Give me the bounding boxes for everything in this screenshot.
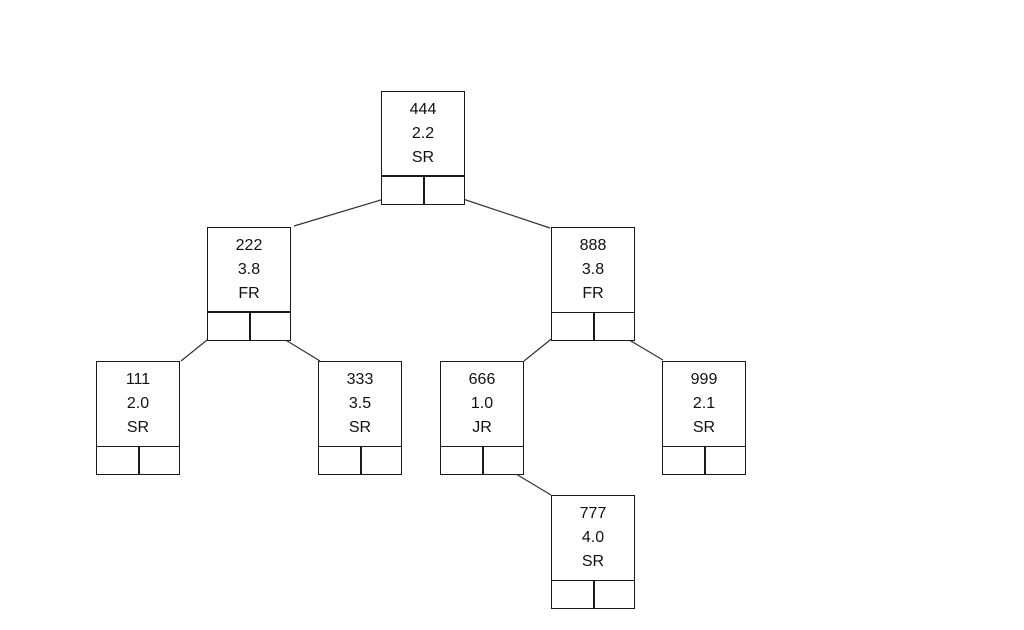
right-pointer-cell: [140, 447, 181, 475]
node-gpa: 3.8: [237, 261, 261, 278]
left-pointer-cell: [382, 177, 423, 205]
left-pointer-cell: [441, 447, 482, 475]
node-key: 222: [235, 237, 263, 254]
node-info: 444 2.2 SR: [382, 92, 464, 176]
node-pointers: [552, 580, 634, 609]
node-class: JR: [472, 419, 492, 436]
node-class: SR: [581, 553, 605, 570]
tree-node-222: 222 3.8 FR: [207, 227, 291, 341]
node-pointers: [319, 446, 401, 475]
pointer-divider: [423, 177, 425, 205]
tree-node-333: 333 3.5 SR: [318, 361, 402, 475]
right-pointer-cell: [595, 313, 636, 341]
node-gpa: 2.2: [411, 125, 435, 142]
node-class: SR: [692, 419, 716, 436]
node-key: 999: [690, 371, 718, 388]
node-class: SR: [348, 419, 372, 436]
node-gpa: 3.8: [581, 261, 605, 278]
pointer-divider: [249, 313, 251, 341]
tree-node-888: 888 3.8 FR: [551, 227, 635, 341]
node-class: SR: [126, 419, 150, 436]
tree-node-666: 666 1.0 JR: [440, 361, 524, 475]
pointer-divider: [482, 447, 484, 475]
right-pointer-cell: [425, 177, 466, 205]
left-pointer-cell: [319, 447, 360, 475]
pointer-divider: [593, 313, 595, 341]
right-pointer-cell: [706, 447, 747, 475]
node-gpa: 3.5: [348, 395, 372, 412]
left-pointer-cell: [208, 313, 249, 341]
node-info: 888 3.8 FR: [552, 228, 634, 312]
left-pointer-cell: [552, 581, 593, 609]
node-key: 333: [346, 371, 374, 388]
right-pointer-cell: [251, 313, 292, 341]
node-info: 333 3.5 SR: [319, 362, 401, 446]
node-gpa: 2.1: [692, 395, 716, 412]
node-gpa: 4.0: [581, 529, 605, 546]
node-info: 666 1.0 JR: [441, 362, 523, 446]
node-class: FR: [582, 285, 604, 302]
node-key: 777: [579, 505, 607, 522]
node-pointers: [552, 312, 634, 341]
node-gpa: 1.0: [470, 395, 494, 412]
node-pointers: [663, 446, 745, 475]
left-pointer-cell: [663, 447, 704, 475]
node-pointers: [208, 311, 290, 341]
left-pointer-cell: [97, 447, 138, 475]
node-pointers: [441, 446, 523, 475]
tree-node-111: 111 2.0 SR: [96, 361, 180, 475]
node-info: 999 2.1 SR: [663, 362, 745, 446]
node-class: FR: [238, 285, 260, 302]
pointer-divider: [704, 447, 706, 475]
node-pointers: [382, 175, 464, 205]
pointer-divider: [138, 447, 140, 475]
pointer-divider: [360, 447, 362, 475]
node-pointers: [97, 446, 179, 475]
pointer-divider: [593, 581, 595, 609]
node-key: 444: [409, 101, 437, 118]
node-key: 111: [125, 371, 151, 388]
node-key: 888: [579, 237, 607, 254]
node-class: SR: [411, 149, 435, 166]
tree-node-777: 777 4.0 SR: [551, 495, 635, 609]
node-info: 111 2.0 SR: [97, 362, 179, 446]
tree-node-444: 444 2.2 SR: [381, 91, 465, 205]
right-pointer-cell: [484, 447, 525, 475]
right-pointer-cell: [362, 447, 403, 475]
node-gpa: 2.0: [126, 395, 150, 412]
node-key: 666: [468, 371, 496, 388]
left-pointer-cell: [552, 313, 593, 341]
tree-node-999: 999 2.1 SR: [662, 361, 746, 475]
right-pointer-cell: [595, 581, 636, 609]
node-info: 777 4.0 SR: [552, 496, 634, 580]
node-info: 222 3.8 FR: [208, 228, 290, 312]
